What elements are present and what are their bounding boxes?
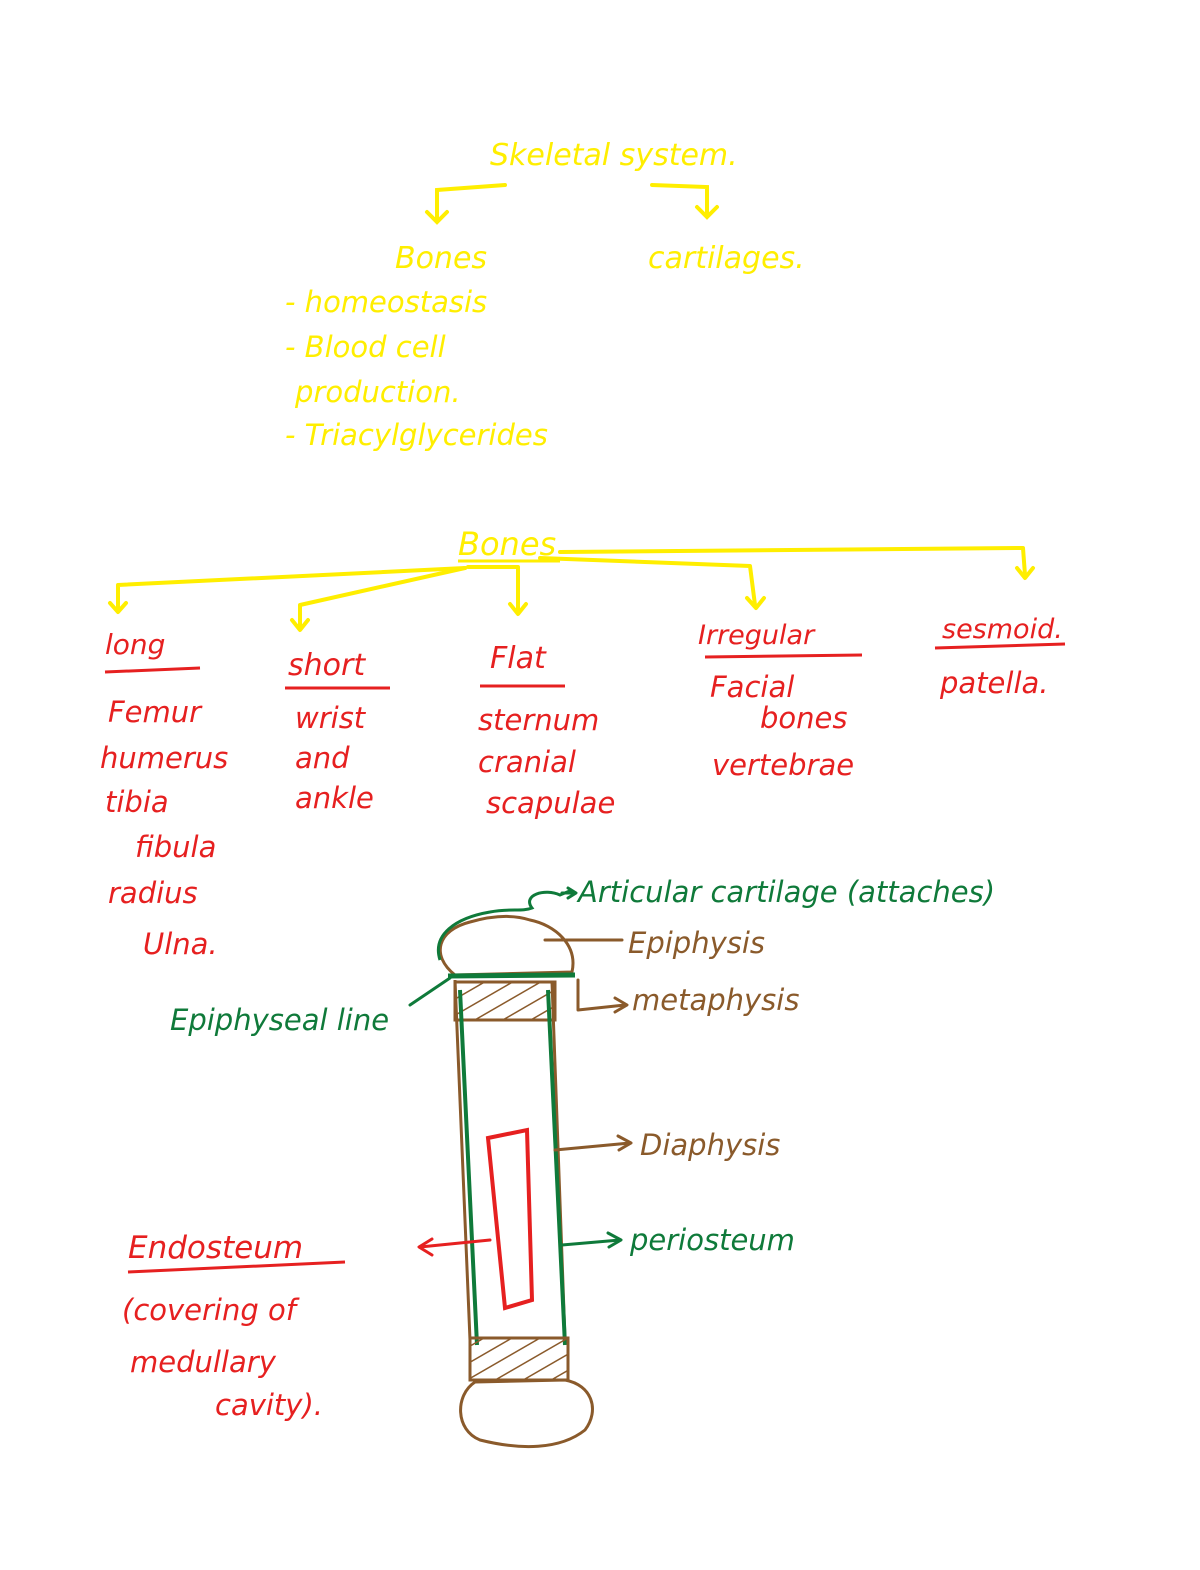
- cartilages-label: cartilages.: [648, 241, 805, 276]
- periosteum-line: [458, 989, 567, 1346]
- long-item: humerus: [100, 741, 228, 775]
- function-item: production.: [294, 375, 461, 409]
- bones-label: Bones: [395, 241, 487, 276]
- endosteum-desc-line: medullary: [130, 1345, 277, 1379]
- sesamoid-underline: [934, 642, 1066, 650]
- epiphyseal-line: [447, 972, 576, 979]
- endosteum-label: Endosteum: [128, 1230, 303, 1266]
- medullary-cavity: [485, 1127, 535, 1311]
- endosteum-underline: [127, 1260, 346, 1274]
- short-label: short: [288, 648, 366, 683]
- short-item: ankle: [295, 781, 374, 815]
- irregular-item: Facial: [710, 670, 794, 704]
- irregular-label: Irregular: [698, 620, 816, 651]
- long-item: Ulna.: [143, 927, 218, 961]
- long-item: Femur: [108, 695, 203, 729]
- long-item: radius: [108, 876, 198, 910]
- long-item: tibia: [105, 785, 169, 819]
- metaphysis-label: metaphysis: [632, 983, 799, 1017]
- sesamoid-label: sesmoid.: [942, 614, 1063, 645]
- epiphysis-label: Epiphysis: [628, 926, 765, 960]
- distal-epiphysis: [459, 1378, 594, 1448]
- proximal-epiphysis: [438, 915, 575, 977]
- flat-label: Flat: [490, 641, 547, 676]
- short-item: and: [295, 741, 350, 775]
- irregular-item: vertebrae: [712, 748, 854, 782]
- periosteum-label: periosteum: [629, 1223, 795, 1257]
- sesamoid-item: patella.: [939, 666, 1049, 700]
- irregular-underline: [704, 653, 863, 659]
- function-item: - homeostasis: [285, 285, 487, 319]
- function-item: - Blood cell: [285, 330, 446, 364]
- skeletal-system-title: Skeletal system.: [490, 138, 738, 173]
- flat-item: cranial: [478, 745, 576, 779]
- function-item: - Triacylglycerides: [285, 418, 548, 452]
- articular-cartilage: [437, 888, 573, 961]
- long-item: fibula: [135, 830, 216, 864]
- diaphysis-label: Diaphysis: [640, 1128, 780, 1162]
- endosteum-desc-line: (covering of: [122, 1293, 300, 1327]
- flat-item: sternum: [478, 703, 599, 737]
- bone-pointers: [408, 886, 633, 1257]
- endosteum-desc-line: cavity).: [215, 1388, 323, 1422]
- distal-metaphysis: [468, 1336, 570, 1382]
- proximal-metaphysis: [453, 980, 557, 1022]
- top-tree-arrows: [425, 183, 719, 225]
- long-underline: [104, 666, 201, 674]
- long-bone-drawing: [437, 888, 594, 1448]
- irregular-item: bones: [760, 701, 847, 735]
- long-label: long: [105, 628, 165, 661]
- epiphyseal-line-label: Epiphyseal line: [170, 1003, 389, 1037]
- classification-arrows: [108, 546, 1035, 632]
- articular-cartilage-label: Articular cartilage (attaches): [576, 875, 995, 909]
- short-item: wrist: [295, 701, 367, 735]
- flat-item: scapulae: [486, 786, 615, 820]
